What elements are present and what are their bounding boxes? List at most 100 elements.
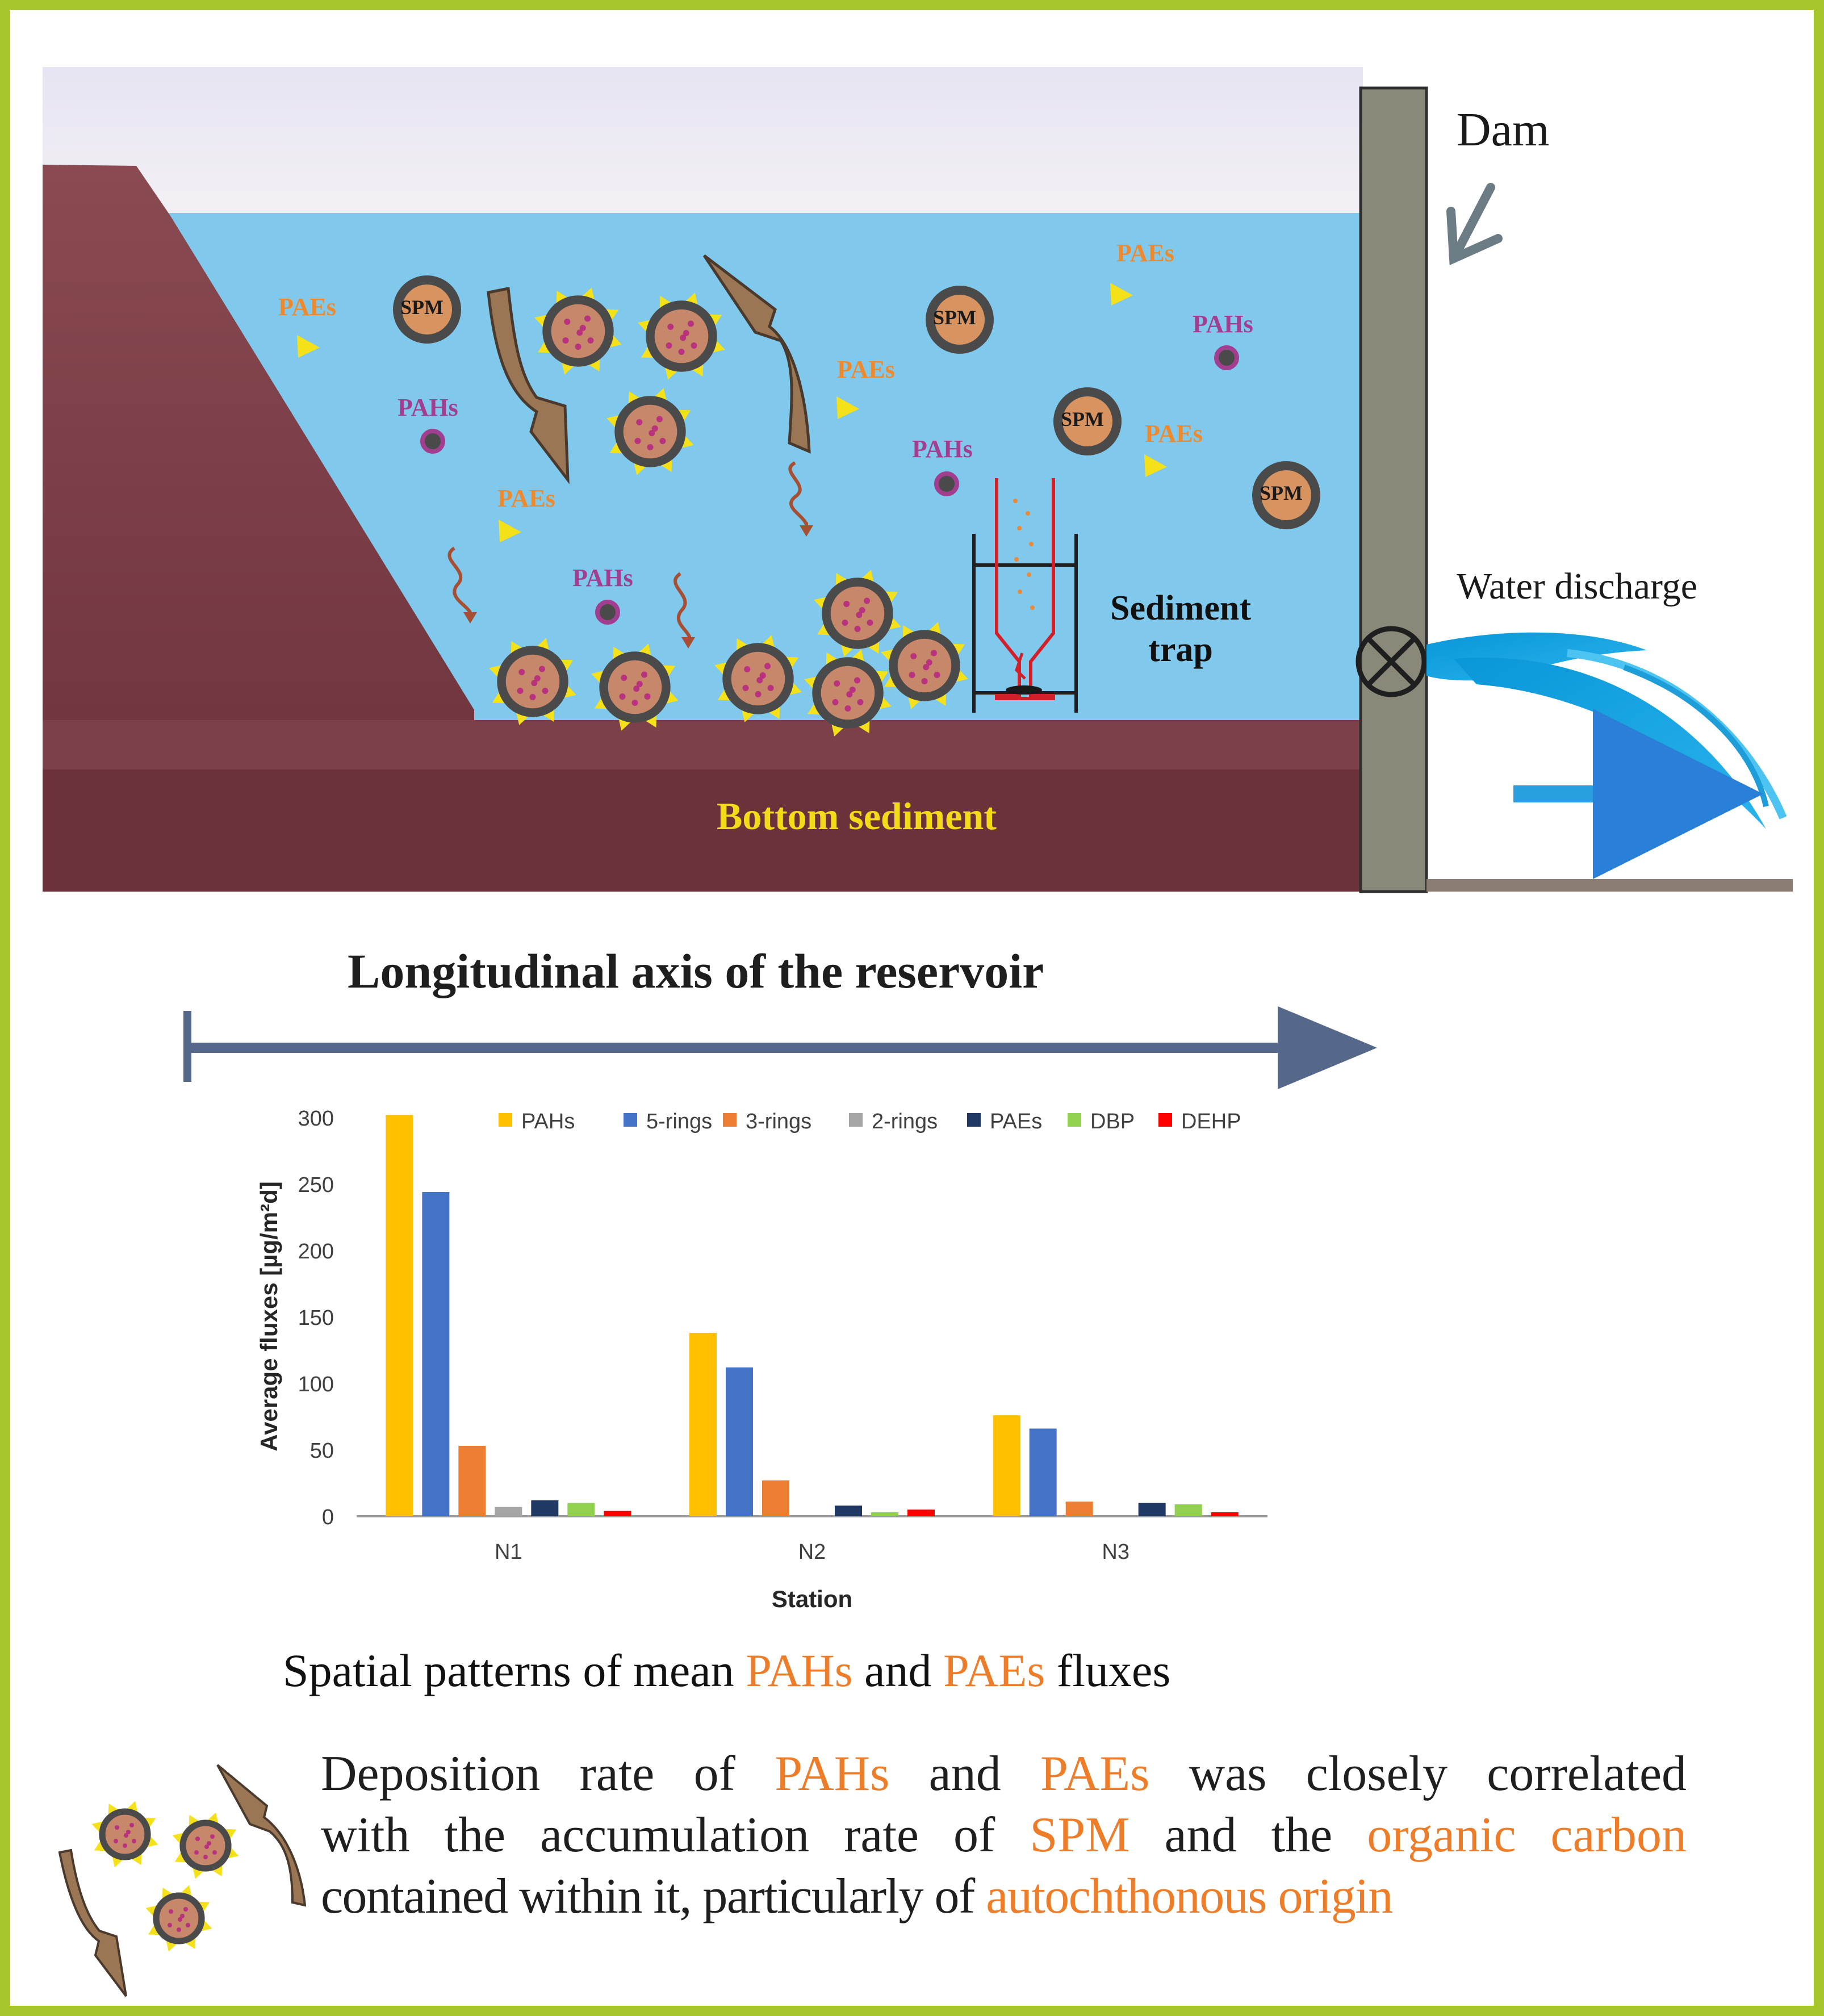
- longitudinal-axis-title: Longitudinal axis of the reservoir: [348, 944, 1044, 998]
- summary-text: and: [889, 1746, 1040, 1801]
- spm-label: SPM: [1260, 482, 1303, 504]
- pahs-label: PAHs: [398, 394, 458, 421]
- chart-bars: [386, 1115, 1239, 1516]
- bar-N2-DEHP: [907, 1509, 935, 1516]
- legend-swatch: [624, 1113, 637, 1127]
- caption-text: fluxes: [1045, 1645, 1171, 1696]
- pahs-label: PAHs: [572, 564, 633, 592]
- bottom-sediment-label: Bottom sediment: [717, 794, 997, 838]
- summary-text: with the accumulation rate of: [321, 1808, 1030, 1863]
- sorbed-particle-icon: [881, 622, 968, 709]
- caption-pahs: PAHs: [746, 1645, 853, 1696]
- summary-line-3: contained within it, particularly of aut…: [321, 1866, 1687, 1927]
- summary-text: was closely correlated: [1149, 1746, 1687, 1801]
- x-tick-label: N2: [798, 1540, 826, 1564]
- legend-label: 2-rings: [872, 1110, 938, 1134]
- dam-label: Dam: [1457, 103, 1550, 156]
- y-tick-label: 300: [298, 1107, 334, 1131]
- bar-N2-3-rings: [762, 1480, 789, 1516]
- sorbed-particle-icon: [172, 1812, 239, 1879]
- sorbed-particle-icon: [606, 388, 694, 475]
- reservoir-bank: [43, 165, 1363, 892]
- longitudinal-axis-arrow: [183, 1006, 1377, 1089]
- bar-N2-PAEs: [835, 1505, 862, 1516]
- sorbed-particle-legend-icon: [58, 1764, 307, 1997]
- sorbed-particle-icon: [814, 570, 901, 657]
- sorbed-particle-icon: [91, 1801, 158, 1868]
- y-tick-label: 50: [310, 1439, 334, 1463]
- pae-molecules: [297, 283, 1167, 542]
- sorbed-particle-icon: [638, 292, 725, 380]
- legend-label: DEHP: [1181, 1110, 1241, 1134]
- settling-arrows: [487, 254, 811, 484]
- legend-label: 3-rings: [746, 1110, 811, 1134]
- paes-label: PAEs: [497, 484, 555, 512]
- legend-swatch: [723, 1113, 737, 1127]
- y-tick-label: 100: [298, 1373, 334, 1396]
- pah-molecules: [420, 345, 1239, 625]
- y-tick-label: 150: [298, 1306, 334, 1330]
- pahs-label: PAHs: [1193, 310, 1253, 338]
- sediment-trap-label: Sediment trap: [1110, 588, 1251, 671]
- bar-N3-PAEs: [1138, 1503, 1166, 1516]
- sorbed-particle-icon: [145, 1885, 212, 1952]
- summary-pahs: PAHs: [775, 1746, 890, 1801]
- sky: [43, 67, 1363, 216]
- caption-text: and: [852, 1645, 944, 1696]
- sediment-trap-label-line1: Sediment: [1110, 589, 1251, 628]
- bar-N3-PAHs: [993, 1415, 1020, 1516]
- y-tick-label: 0: [322, 1505, 334, 1529]
- y-tick-label: 250: [298, 1173, 334, 1197]
- spm-label: SPM: [933, 306, 976, 329]
- spm-label: SPM: [400, 296, 444, 319]
- summary-autochthonous-origin: autochthonous origin: [986, 1869, 1393, 1924]
- sorbed-particle-icon: [489, 638, 576, 725]
- sorbed-particle-icon: [804, 649, 892, 737]
- bar-N1-PAHs: [386, 1115, 413, 1516]
- spm-particles: [393, 275, 1320, 529]
- summary-text: Deposition rate of: [321, 1746, 775, 1801]
- sorbed-particle-icon: [714, 635, 802, 722]
- sorbed-particle-icon: [591, 643, 679, 731]
- legend-label: PAEs: [990, 1110, 1042, 1134]
- caption-paes: PAEs: [943, 1645, 1045, 1696]
- sediment-trap-label-line2: trap: [1148, 630, 1213, 670]
- legend-swatch: [967, 1113, 981, 1127]
- summary-text: contained within it, particularly of: [321, 1869, 986, 1924]
- bottom-sediment-lower: [43, 769, 1363, 892]
- paes-label: PAEs: [278, 293, 336, 321]
- bar-N1-5-rings: [422, 1192, 450, 1516]
- paes-label: PAEs: [1145, 420, 1203, 447]
- bar-N1-PAEs: [531, 1500, 559, 1516]
- x-axis-title: Station: [772, 1586, 852, 1612]
- legend-swatch: [499, 1113, 512, 1127]
- y-tick-label: 200: [298, 1240, 334, 1264]
- x-tick-label: N1: [495, 1540, 522, 1564]
- paes-label: PAEs: [1116, 239, 1174, 267]
- chart-caption: Spatial patterns of mean PAHs and PAEs f…: [283, 1644, 1170, 1697]
- bar-N3-3-rings: [1065, 1501, 1093, 1516]
- summary-paes: PAEs: [1040, 1746, 1150, 1801]
- summary-line-2: with the accumulation rate of SPM and th…: [321, 1805, 1687, 1866]
- legend-label: 5-rings: [646, 1110, 712, 1134]
- bar-N1-3-rings: [458, 1445, 486, 1516]
- legend-swatch: [849, 1113, 863, 1127]
- bar-N2-PAHs: [689, 1333, 717, 1516]
- dam-wall: [1359, 86, 1428, 893]
- bar-N3-DBP: [1174, 1504, 1202, 1516]
- bar-N2-5-rings: [726, 1367, 753, 1516]
- bar-N3-DEHP: [1211, 1512, 1239, 1516]
- bar-N1-DBP: [567, 1503, 595, 1516]
- legend-label: PAHs: [521, 1110, 575, 1134]
- bar-N1-2-rings: [495, 1507, 522, 1516]
- bar-N1-DEHP: [604, 1511, 631, 1516]
- sorbed-particles: [489, 287, 968, 737]
- pahs-label: PAHs: [912, 435, 973, 463]
- y-axis-title: Average fluxes [µg/m²d]: [256, 1181, 282, 1451]
- summary-statement: Deposition rate of PAHs and PAEs was clo…: [321, 1743, 1687, 1927]
- downstream-ground: [1426, 879, 1793, 892]
